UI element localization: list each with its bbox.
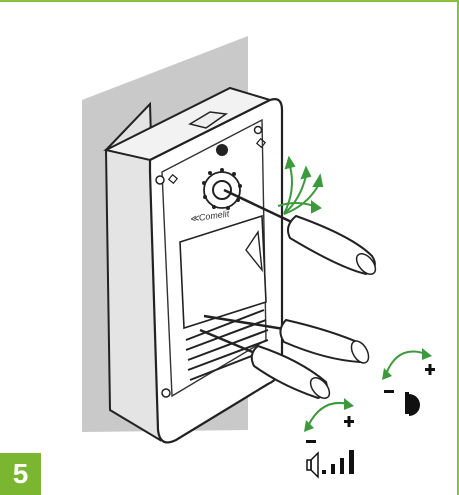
screw-hole [162,389,170,397]
step-number-badge: 5 [0,453,41,495]
microphone-icon [405,392,420,416]
volume-bars-icon [322,450,354,474]
microphone-adjust-arrow [386,352,426,375]
plus-icon [344,364,435,427]
screw-hole [255,127,262,134]
camera-lens [216,144,228,156]
screw-hole [156,176,164,184]
speaker-volume-icon [307,453,318,477]
speaker-adjust-arrow [308,403,348,426]
camera-rotation-arrows [278,158,322,214]
